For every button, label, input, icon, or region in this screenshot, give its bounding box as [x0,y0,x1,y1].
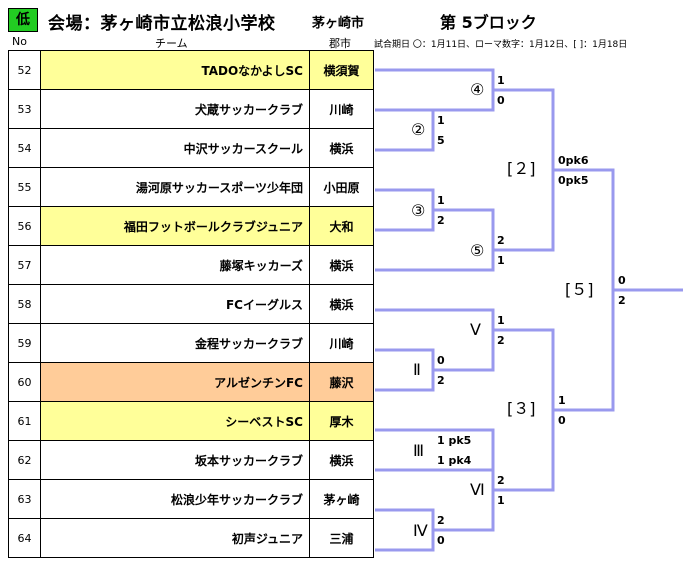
level-badge: 低 [8,8,38,32]
team-name: アルゼンチンFC [40,362,310,402]
match-5-label: ⑤ [470,241,484,260]
team-city: 川崎 [309,89,374,129]
team-name: TADOなかよしSC [40,50,310,90]
team-name: 金程サッカークラブ [40,323,310,363]
match-IV-label: Ⅳ [413,521,428,540]
match-3-score-bottom: 2 [437,214,445,227]
match-II-label: Ⅱ [413,360,421,379]
bracket-2-label: [２] [507,159,536,178]
bracket-3-score-bottom: 0 [558,414,566,427]
team-city: 藤沢 [309,362,374,402]
team-name: 藤塚キッカーズ [40,245,310,285]
match-IV-score-bottom: 0 [437,534,445,547]
bracket-line-mII [375,348,435,392]
team-city: 横浜 [309,440,374,480]
match-VI-score-bottom: 1 [497,494,505,507]
match-date-note: 試合期日 〇：1月11日、ローマ数字：1月12日、[ ]：1月18日 [374,40,628,50]
column-header-no: No [12,35,27,48]
team-city: 川崎 [309,323,374,363]
venue-title: 会場：茅ヶ崎市立松浪小学校 [48,14,276,34]
match-3-label: ③ [411,201,425,220]
match-III-score-bottom: 1 pk4 [437,454,472,467]
match-V-score-bottom: 2 [497,334,505,347]
match-II-score-top: 0 [437,354,445,367]
match-VI-label: Ⅵ [470,480,485,499]
match-II-score-bottom: 2 [437,374,445,387]
bracket-5-label: [５] [565,280,594,299]
match-IV-score-top: 2 [437,514,445,527]
team-name: 初声ジュニア [40,518,310,558]
bracket-3-score-top: 1 [558,394,566,407]
match-V-score-top: 1 [497,314,505,327]
team-name: 中沢サッカースクール [40,128,310,168]
match-4-score-bottom: 0 [497,94,505,107]
block-title: 第 5ブロック [440,13,537,32]
match-5-score-top: 2 [497,234,505,247]
bracket-line-mVI [433,450,495,532]
bracket-5-score-bottom: 2 [618,294,626,307]
bracket-line-m2 [375,108,435,152]
bracket-line-mIII [375,428,495,472]
team-number: 61 [8,401,41,441]
venue-city: 茅ヶ崎市 [312,16,365,31]
team-number: 60 [8,362,41,402]
match-2-score-bottom: 5 [437,134,445,147]
team-city: 小田原 [309,167,374,207]
column-header-city: 郡市 [329,37,351,50]
team-name: シーベストSC [40,401,310,441]
team-city: 三浦 [309,518,374,558]
team-city: 横浜 [309,245,374,285]
bracket-lines [375,68,683,552]
match-4-label: ④ [470,80,484,99]
team-name: FCイーグルス [40,284,310,324]
team-number: 57 [8,245,41,285]
team-city: 大和 [309,206,374,246]
bracket-line-mV [375,308,495,372]
bracket-5-score-top: 0 [618,274,626,287]
team-number: 63 [8,479,41,519]
team-number: 59 [8,323,41,363]
bracket-line-m5 [375,208,495,272]
column-header-team: チーム [155,37,188,50]
bracket-2-score-top: 0pk6 [558,154,589,167]
match-V-label: Ⅴ [470,320,481,339]
match-3-score-top: 1 [437,194,445,207]
team-city: 厚木 [309,401,374,441]
team-number: 64 [8,518,41,558]
match-2-score-top: 1 [437,114,445,127]
team-city: 横浜 [309,284,374,324]
match-2-label: ② [411,120,425,139]
team-number: 55 [8,167,41,207]
match-4-score-top: 1 [497,74,505,87]
bracket-3-label: [３] [507,399,536,418]
match-VI-score-top: 2 [497,474,505,487]
match-III-label: Ⅲ [413,441,424,460]
match-5-score-bottom: 1 [497,254,505,267]
team-city: 横浜 [309,128,374,168]
team-city: 横須賀 [309,50,374,90]
team-city: 茅ヶ崎 [309,479,374,519]
team-number: 56 [8,206,41,246]
team-number: 58 [8,284,41,324]
team-name: 犬蔵サッカークラブ [40,89,310,129]
match-III-score-top: 1 pk5 [437,434,471,447]
bracket-2-score-bottom: 0pk5 [558,174,589,187]
team-number: 52 [8,50,41,90]
